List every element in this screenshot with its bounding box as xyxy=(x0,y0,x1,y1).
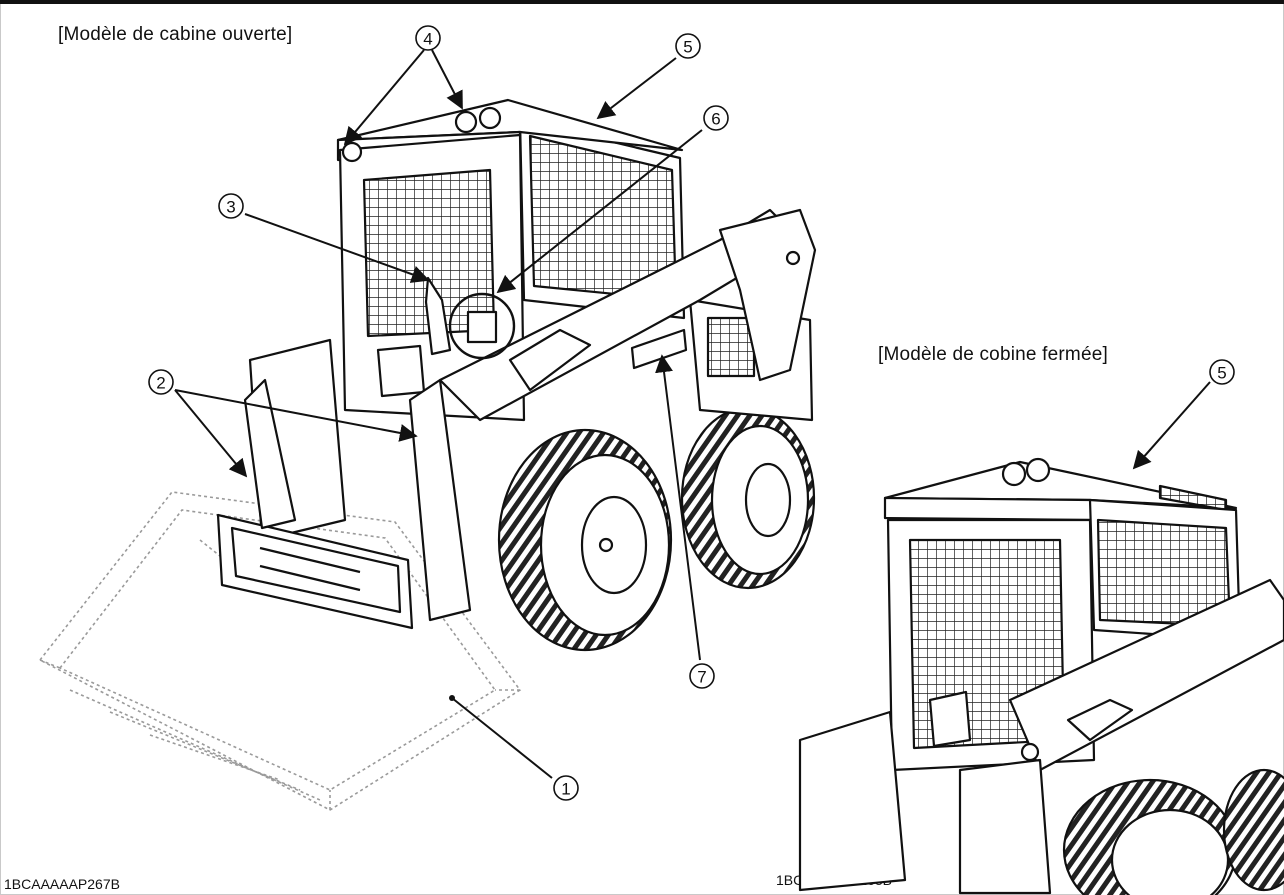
leader-5-right xyxy=(1132,381,1211,470)
callout-7-number: 7 xyxy=(697,668,706,687)
callout-2 xyxy=(148,369,174,395)
callout-4 xyxy=(415,25,441,51)
rear-wheel xyxy=(680,406,816,590)
callout-4-number: 4 xyxy=(423,30,432,49)
leader-2a xyxy=(174,389,248,478)
open-cabin-label: [Modèle de cabine ouverte] xyxy=(58,24,293,45)
callout-5-right xyxy=(1209,359,1235,385)
callout-6 xyxy=(703,105,729,131)
closed-cabin-machine xyxy=(798,457,1284,895)
leader-4b xyxy=(431,49,463,110)
callout-markers xyxy=(148,25,1235,801)
callout-1-number: 1 xyxy=(561,780,570,799)
leader-1-dot xyxy=(449,695,455,701)
leader-4a xyxy=(343,49,425,146)
leader-2b xyxy=(174,389,418,442)
callout-5-left-number: 5 xyxy=(683,38,692,57)
callout-7 xyxy=(689,663,715,689)
front-wheel xyxy=(497,428,673,652)
callout-leaders xyxy=(174,49,1211,779)
open-cabin-machine xyxy=(216,98,817,652)
callout-2-number: 2 xyxy=(156,374,165,393)
leader-7 xyxy=(655,354,701,661)
callout-3 xyxy=(218,193,244,219)
callout-3-number: 3 xyxy=(226,198,235,217)
leader-6 xyxy=(496,129,703,294)
leader-3 xyxy=(244,213,430,283)
top-rule xyxy=(0,0,1284,4)
closed-cabin-label: [Modèle de cobine fermée] xyxy=(878,344,1108,365)
leader-5-left xyxy=(596,57,677,120)
callout-6-number: 6 xyxy=(711,110,720,129)
leader-1 xyxy=(451,697,553,779)
figure-code-left: 1BCAAAAAP267B xyxy=(4,876,120,892)
callout-5-left xyxy=(675,33,701,59)
callout-5-right-number: 5 xyxy=(1217,364,1226,383)
callout-1 xyxy=(553,775,579,801)
